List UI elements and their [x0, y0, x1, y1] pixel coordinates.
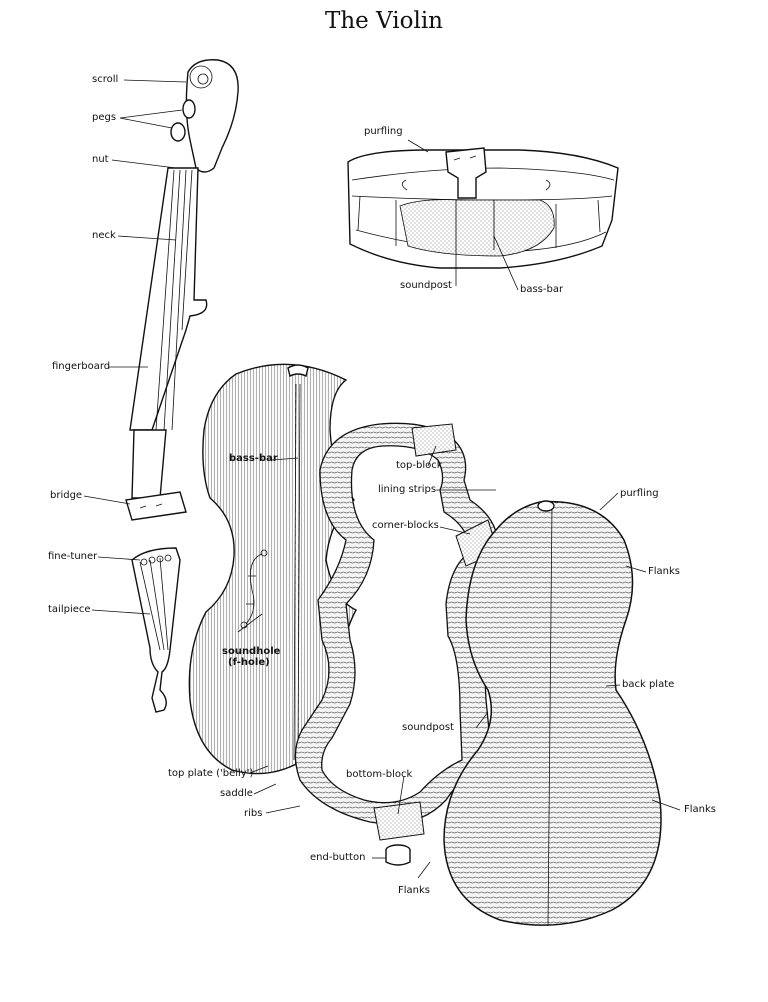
label-bottom-block: bottom-block	[346, 769, 413, 780]
label-bass-bar-belly: bass-bar	[229, 453, 278, 464]
label-tailpiece: tailpiece	[48, 604, 91, 615]
label-flanks-right-top: Flanks	[648, 566, 680, 577]
label-bridge: bridge	[50, 490, 83, 501]
label-soundhole: soundhole	[222, 646, 281, 657]
label-bass-bar-top: bass-bar	[520, 284, 564, 295]
label-top-block: top-block	[396, 460, 443, 471]
label-back-plate: back plate	[622, 679, 675, 690]
label-saddle: saddle	[220, 788, 253, 799]
violin-neck-drawing	[125, 59, 239, 713]
label-scroll: scroll	[92, 74, 119, 85]
label-soundpost-top: soundpost	[400, 280, 452, 291]
label-pegs: pegs	[92, 112, 117, 123]
label-f-hole: (f-hole)	[228, 657, 270, 668]
ribs-drawing	[294, 422, 499, 866]
label-fingerboard: fingerboard	[52, 361, 111, 372]
label-neck: neck	[92, 230, 116, 241]
tailpiece-shape	[131, 547, 181, 713]
label-purfling-right: purfling	[620, 488, 659, 499]
back-plate-drawing	[443, 500, 662, 927]
label-soundpost-back: soundpost	[402, 722, 454, 733]
leader-lines	[83, 79, 681, 879]
label-fine-tuner: fine-tuner	[48, 551, 98, 562]
label-flanks-bottom: Flanks	[398, 885, 430, 896]
label-top-plate: top plate ('belly')	[168, 768, 254, 779]
label-purfling-top: purfling	[364, 126, 403, 137]
label-lining-strips: lining strips	[378, 484, 437, 495]
page-title: The Violin	[324, 8, 443, 34]
label-flanks-right-bottom: Flanks	[684, 804, 716, 815]
label-end-button: end-button	[310, 852, 366, 863]
cross-section-drawing	[347, 147, 619, 269]
label-corner-blocks: corner-blocks	[372, 520, 439, 531]
label-ribs: ribs	[244, 808, 263, 819]
label-nut: nut	[92, 154, 109, 165]
